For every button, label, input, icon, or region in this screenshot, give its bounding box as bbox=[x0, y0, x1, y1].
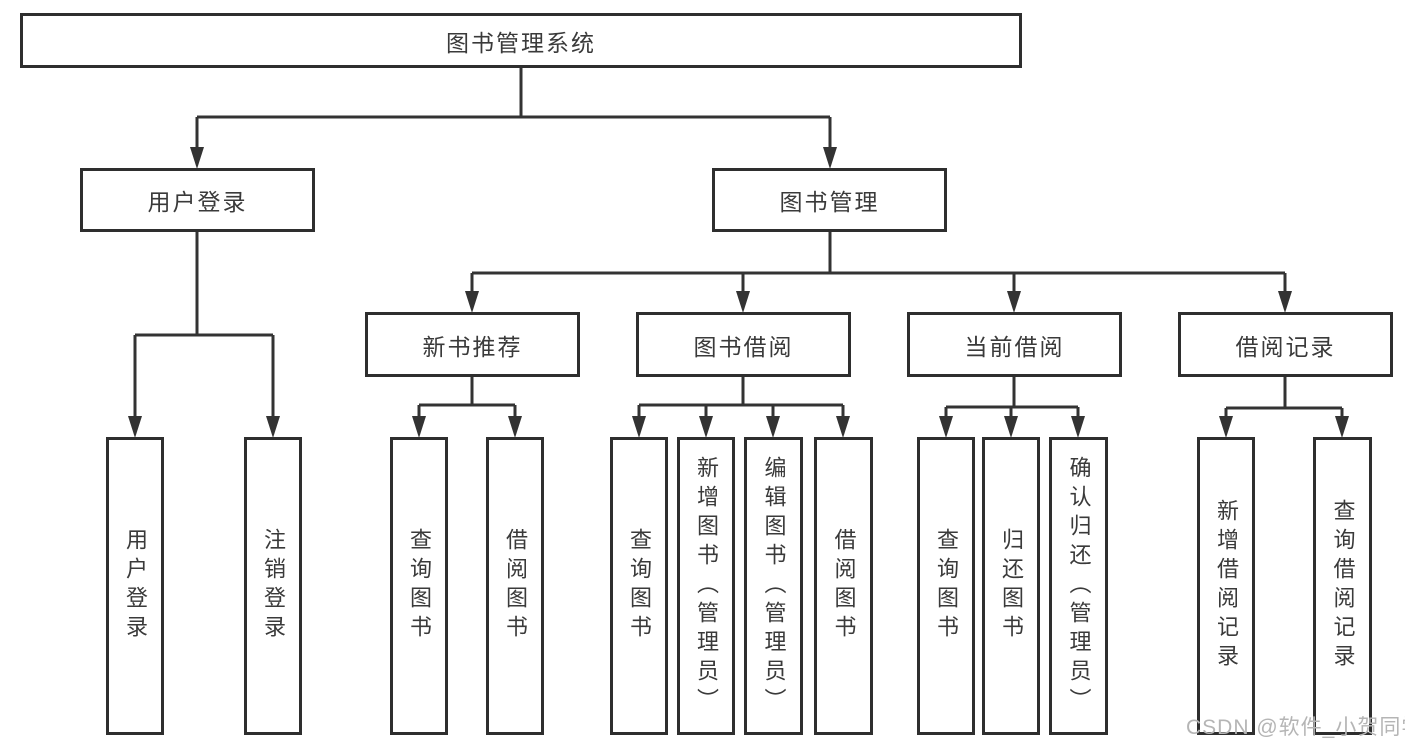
leaf-logout: 注销登录 bbox=[244, 437, 302, 735]
leaf-borrow-edit-books-admin: 编辑图书（管理员） bbox=[744, 437, 803, 735]
leaf-newbook-borrow-books: 借阅图书 bbox=[486, 437, 544, 735]
leaf-borrow-query-books: 查询图书 bbox=[610, 437, 668, 735]
leaf-records-query-record-label: 查询借阅记录 bbox=[1330, 499, 1356, 673]
leaf-newbook-borrow-books-label: 借阅图书 bbox=[503, 528, 528, 644]
node-book-borrowing: 图书借阅 bbox=[636, 312, 851, 377]
node-current-borrowing: 当前借阅 bbox=[907, 312, 1122, 377]
leaf-records-add-record: 新增借阅记录 bbox=[1197, 437, 1255, 735]
node-root-label: 图书管理系统 bbox=[446, 29, 596, 56]
node-user-login: 用户登录 bbox=[80, 168, 315, 232]
csdn-watermark: CSDN @软件_小贺同学 bbox=[1186, 716, 1405, 739]
node-root: 图书管理系统 bbox=[20, 13, 1022, 68]
node-borrowing-records-label: 借阅记录 bbox=[1235, 333, 1336, 360]
leaf-current-query-books-label: 查询图书 bbox=[934, 528, 959, 644]
node-user-login-label: 用户登录 bbox=[147, 189, 248, 215]
leaf-newbook-query-books: 查询图书 bbox=[390, 437, 448, 735]
node-book-management: 图书管理 bbox=[712, 168, 947, 232]
leaf-current-return-books: 归还图书 bbox=[982, 437, 1040, 735]
leaf-current-query-books: 查询图书 bbox=[917, 437, 975, 735]
leaf-user-login-label: 用户登录 bbox=[123, 528, 148, 644]
leaf-borrow-add-books-admin: 新增图书（管理员） bbox=[677, 437, 735, 735]
leaf-borrow-query-books-label: 查询图书 bbox=[627, 528, 652, 644]
leaf-logout-label: 注销登录 bbox=[261, 528, 286, 644]
leaf-current-confirm-return-admin-label: 确认归还（管理员） bbox=[1066, 455, 1092, 717]
leaf-records-query-record: 查询借阅记录 bbox=[1313, 437, 1372, 735]
node-new-book-recommend-label: 新书推荐 bbox=[422, 333, 523, 360]
node-new-book-recommend: 新书推荐 bbox=[365, 312, 580, 377]
leaf-records-add-record-label: 新增借阅记录 bbox=[1214, 499, 1239, 673]
leaf-borrow-add-books-admin-label: 新增图书（管理员） bbox=[694, 455, 719, 717]
node-book-management-label: 图书管理 bbox=[779, 189, 880, 215]
leaf-borrow-edit-books-admin-label: 编辑图书（管理员） bbox=[761, 455, 787, 717]
leaf-newbook-query-books-label: 查询图书 bbox=[407, 528, 432, 644]
leaf-user-login: 用户登录 bbox=[106, 437, 164, 735]
leaf-current-return-books-label: 归还图书 bbox=[999, 528, 1024, 644]
leaf-current-confirm-return-admin: 确认归还（管理员） bbox=[1049, 437, 1108, 735]
leaf-borrow-borrow-books-label: 借阅图书 bbox=[831, 528, 857, 644]
node-current-borrowing-label: 当前借阅 bbox=[964, 333, 1065, 360]
leaf-borrow-borrow-books: 借阅图书 bbox=[814, 437, 873, 735]
node-borrowing-records: 借阅记录 bbox=[1178, 312, 1393, 377]
node-book-borrowing-label: 图书借阅 bbox=[693, 333, 794, 360]
